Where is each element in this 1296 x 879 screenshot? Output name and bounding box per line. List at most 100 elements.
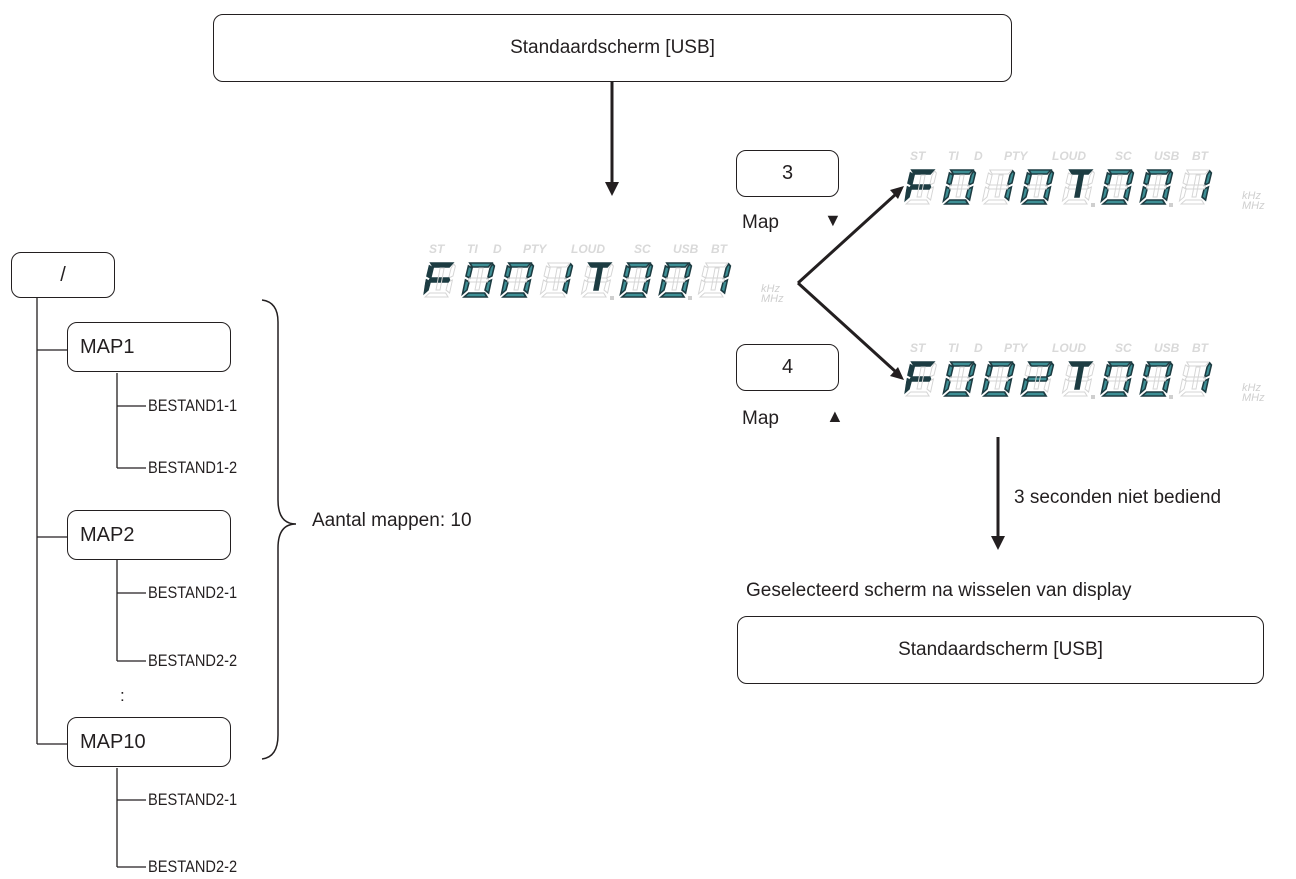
lcd-segment: [1145, 376, 1167, 382]
lcd-segment: [904, 391, 930, 397]
folder-label: MAP10: [80, 730, 146, 753]
lcd-segment: [710, 267, 720, 291]
lcd-char: [981, 169, 1016, 205]
lcd-segment: [658, 292, 686, 298]
lcd-segment: [465, 264, 474, 280]
file-label: BESTAND1-2: [148, 458, 238, 477]
lcd-segment: [525, 262, 535, 280]
lcd-segment: [484, 278, 493, 295]
indicator-usb: USB: [1154, 149, 1180, 163]
lcd-segment: [949, 169, 975, 175]
lcd-char: [1178, 169, 1213, 205]
lcd-segment: [955, 366, 965, 390]
lcd-segment: [500, 278, 510, 297]
lcd-segment: [447, 263, 456, 279]
lcd-segment: [1024, 171, 1033, 187]
lcd-segment: [1100, 199, 1128, 205]
lcd-segment: [928, 362, 937, 378]
lcd-dot: [1169, 395, 1173, 399]
lcd-segment: [988, 169, 1013, 175]
lcd-char: [903, 169, 937, 205]
lcd-segment: [967, 361, 977, 379]
lcd-segment: [619, 278, 629, 297]
lcd-segment: [1043, 378, 1052, 393]
lcd-segment: [1006, 361, 1016, 379]
lcd-segment: [720, 278, 729, 295]
arrow-head: [605, 182, 619, 196]
lcd-segment: [467, 277, 489, 283]
arrow-head: [890, 186, 904, 199]
lcd-dot: [1091, 395, 1095, 399]
lcd-segment: [468, 262, 494, 268]
lcd-segment: [987, 184, 1009, 190]
lcd-segment: [903, 377, 913, 396]
timeout-note: 3 seconden niet bediend: [1014, 487, 1222, 508]
lcd-segment: [644, 262, 654, 280]
lcd-segment: [910, 169, 936, 175]
lcd-segment: [904, 199, 930, 205]
lcd-segment: [985, 172, 993, 186]
lcd-segment: [703, 277, 725, 283]
lcd-segment: [909, 376, 932, 382]
lcd-segment: [1182, 172, 1190, 186]
standard-screen-label: Standaardscherm [USB]: [510, 37, 715, 58]
lcd-segment: [581, 292, 607, 298]
lcd-char: [1061, 361, 1095, 397]
lcd-segment: [697, 279, 706, 296]
lcd-dot: [610, 296, 614, 300]
tree-ellipsis: :: [120, 686, 125, 705]
lcd-char: [539, 262, 574, 298]
lcd-segment: [1139, 377, 1149, 396]
lcd-char: [461, 262, 496, 298]
lcd-segment: [1100, 391, 1128, 397]
lcd-segment: [543, 265, 551, 279]
button-3[interactable]: 3: [736, 150, 839, 197]
lcd-segment: [1162, 185, 1171, 202]
lcd-segment: [1104, 363, 1113, 379]
lcd-char: [580, 262, 614, 298]
lcd-segment: [486, 262, 496, 280]
lcd-segment: [1074, 174, 1085, 198]
button-3-caption: Map: [742, 212, 779, 233]
lcd-segment: [1024, 364, 1032, 378]
lcd-segment: [1107, 361, 1133, 367]
lcd-segment: [916, 174, 926, 198]
lcd-segment: [587, 262, 613, 268]
lcd-segment: [698, 292, 724, 298]
lcd-segment: [540, 292, 566, 298]
lcd-segment: [1100, 377, 1110, 396]
lcd-segment: [1178, 186, 1187, 203]
folder-down-icon: ▼: [824, 210, 842, 230]
lcd-segment: [1062, 391, 1088, 397]
lcd-segment: [1178, 378, 1187, 395]
lcd-segment: [429, 262, 455, 268]
lcd-segment: [683, 262, 693, 280]
lcd-segment: [603, 279, 612, 294]
lcd-segment: [626, 262, 652, 268]
lcd-segment: [701, 265, 709, 279]
lcd-segment: [1162, 377, 1171, 394]
lcd-segment: [1123, 185, 1132, 202]
button-4-caption: Map: [742, 408, 779, 429]
lcd-segment: [1004, 185, 1013, 202]
lcd-segment: [500, 292, 528, 298]
lcd-segment: [671, 267, 681, 291]
indicator-st: ST: [910, 149, 926, 163]
button-4[interactable]: 4: [736, 344, 839, 391]
lcd-segment: [623, 264, 632, 280]
lcd-segment: [1164, 361, 1174, 379]
lcd-segment: [1020, 185, 1030, 204]
lcd-segment: [1203, 169, 1213, 187]
lcd-segment: [982, 199, 1008, 205]
folder-box-map2: MAP2: [67, 510, 231, 560]
lcd-char: [1100, 169, 1135, 205]
lcd-segment: [1086, 362, 1095, 378]
folder-count-label: Aantal mappen: 10: [312, 510, 472, 531]
indicator-d: D: [974, 341, 983, 355]
lcd-segment: [593, 267, 604, 291]
lcd-segment: [946, 171, 955, 187]
lcd-segment: [1146, 169, 1172, 175]
indicator-pty: PTY: [1004, 341, 1028, 355]
